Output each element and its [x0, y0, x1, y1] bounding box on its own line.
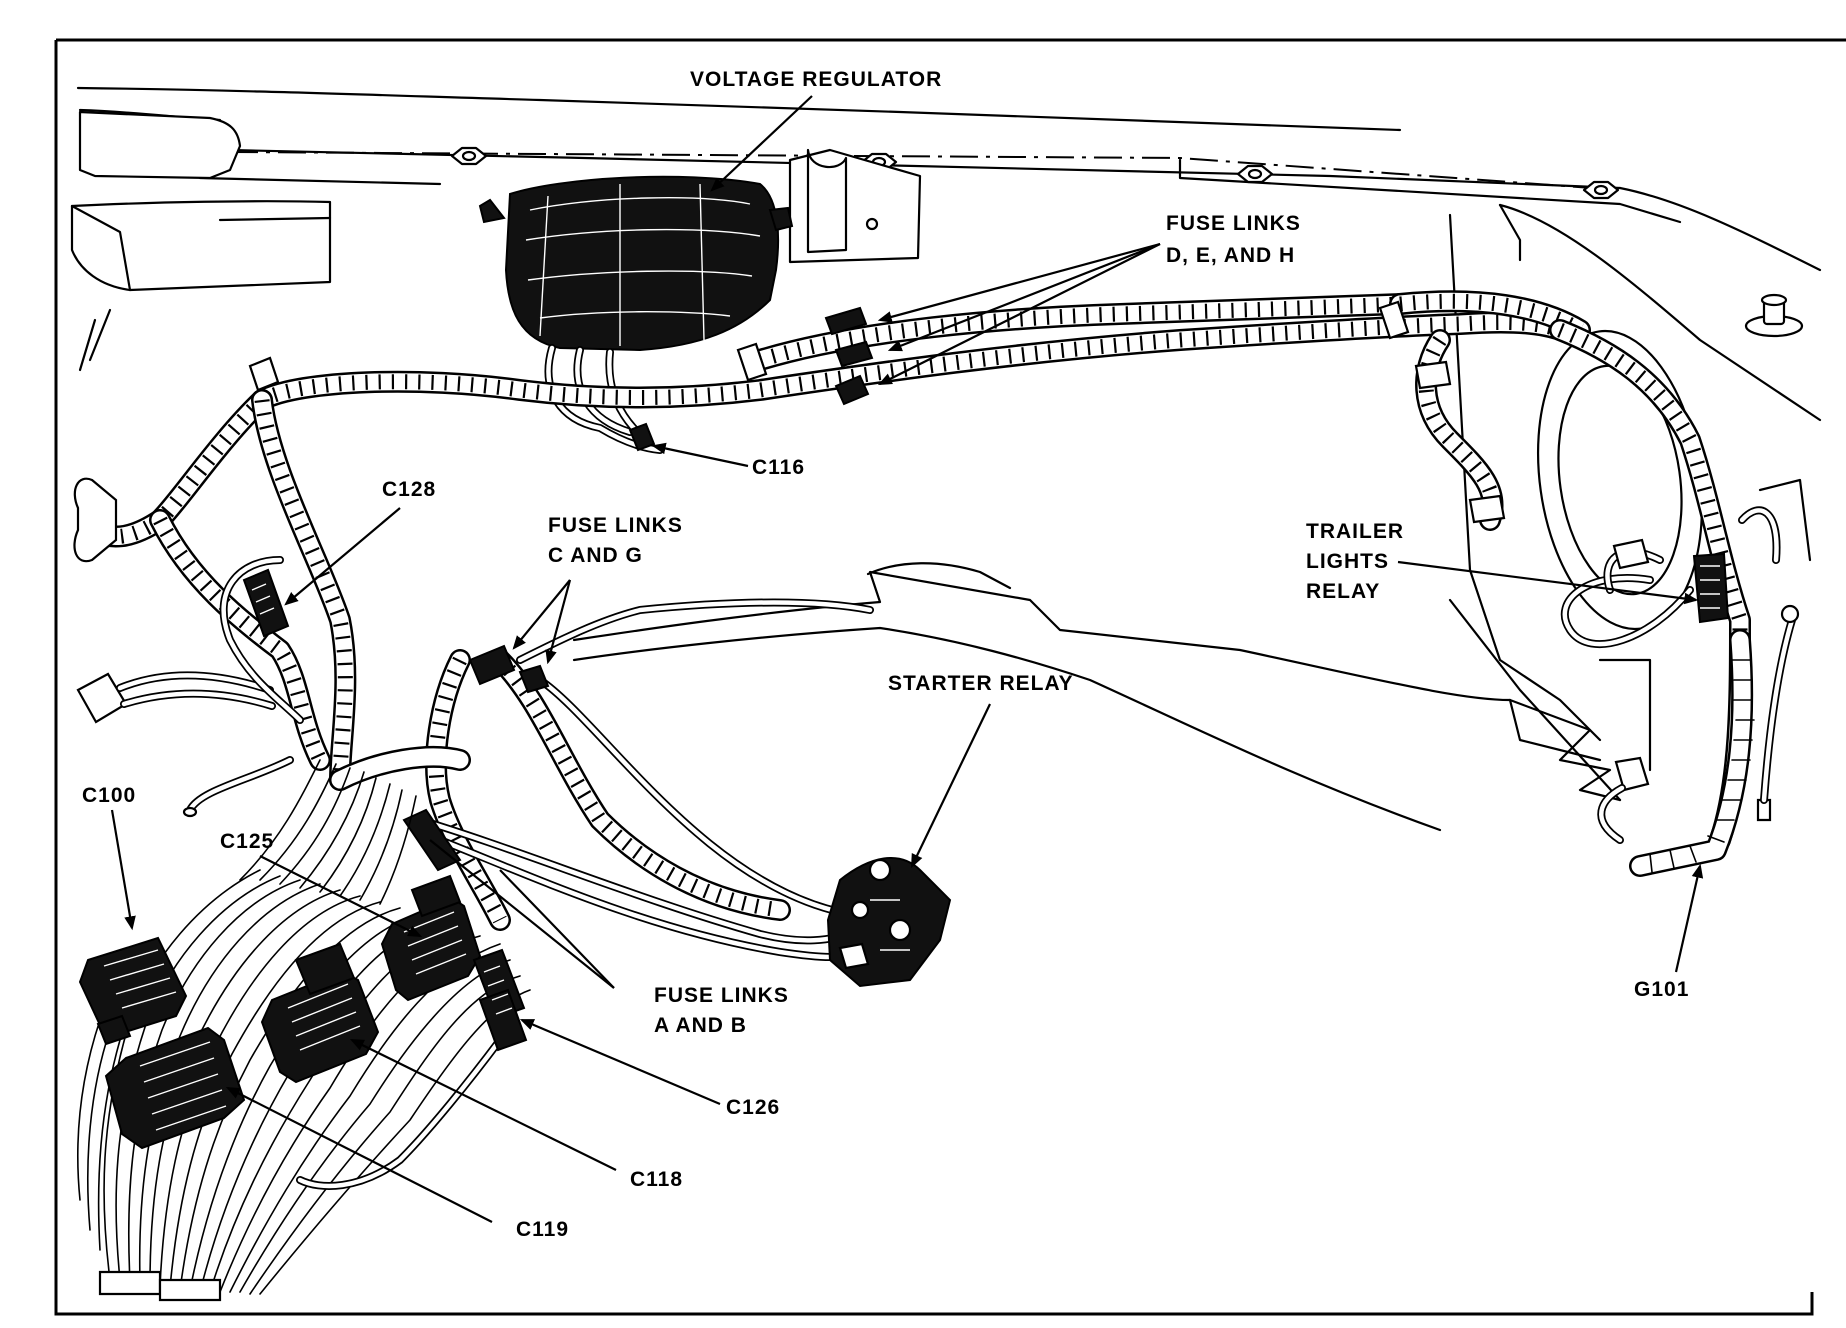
starter-relay	[826, 856, 952, 988]
main-harness-upper	[251, 290, 1591, 411]
label-voltage-regulator: VOLTAGE REGULATOR	[690, 68, 942, 91]
label-starter-relay: STARTER RELAY	[888, 672, 1074, 695]
label-c128: C128	[382, 478, 436, 501]
leader-fuse-links-cg	[512, 579, 572, 665]
label-c125: C125	[220, 830, 274, 853]
connector-c100	[78, 936, 188, 1046]
leader-g101	[1674, 863, 1704, 973]
connector-c119	[104, 1026, 246, 1150]
bolt-icon	[1582, 180, 1620, 200]
connector-c128	[219, 556, 304, 724]
connector-c118	[260, 942, 380, 1084]
label-fuse-links-cg-line2: C AND G	[548, 544, 643, 567]
connector-c126	[472, 948, 528, 1052]
label-fuse-links-deh-line1: FUSE LINKS	[1166, 212, 1301, 235]
label-fuse-links-cg-line1: FUSE LINKS	[548, 514, 683, 537]
leader-starter-relay	[910, 703, 991, 869]
label-trailer-line2: LIGHTS	[1306, 550, 1389, 573]
leader-c118	[349, 1038, 617, 1171]
bolt-icon	[1236, 164, 1274, 184]
label-c100: C100	[82, 784, 136, 807]
bolt-icon	[450, 146, 488, 166]
leader-fuse-links-ab	[429, 839, 615, 989]
leader-c119	[225, 1086, 493, 1223]
leader-fuse-links-deh	[877, 242, 1161, 386]
label-g101: G101	[1634, 978, 1689, 1001]
voltage-regulator	[478, 175, 794, 454]
connector-c125	[380, 874, 482, 1002]
label-trailer-line3: RELAY	[1306, 580, 1380, 603]
harness-left-loop	[73, 389, 357, 818]
leader-voltage-regulator	[710, 95, 813, 192]
label-trailer-line1: TRAILER	[1306, 520, 1404, 543]
label-c126: C126	[726, 1096, 780, 1119]
label-c119: C119	[516, 1218, 569, 1241]
label-fuse-links-deh-line2: D, E, AND H	[1166, 244, 1295, 267]
leader-c116	[651, 442, 749, 468]
leader-trailer-lights-relay	[1397, 560, 1699, 605]
label-c118: C118	[630, 1168, 683, 1191]
harness-right-drop	[1415, 319, 1800, 877]
diagram-frame	[54, 38, 1846, 1316]
trailer-relay-wiring	[1560, 538, 1730, 649]
leader-c128	[284, 507, 401, 606]
label-fuse-links-ab-line2: A AND B	[654, 1014, 747, 1037]
leader-c100	[110, 809, 136, 931]
bolt-icon	[1744, 293, 1804, 338]
harness-center-bundle	[329, 598, 884, 961]
label-fuse-links-ab-line1: FUSE LINKS	[654, 984, 789, 1007]
harness-clips	[248, 300, 1506, 524]
leader-c126	[519, 1018, 721, 1106]
lower-wire-fan	[77, 759, 531, 1302]
leader-c125	[259, 855, 423, 938]
label-c116: C116	[752, 456, 805, 479]
